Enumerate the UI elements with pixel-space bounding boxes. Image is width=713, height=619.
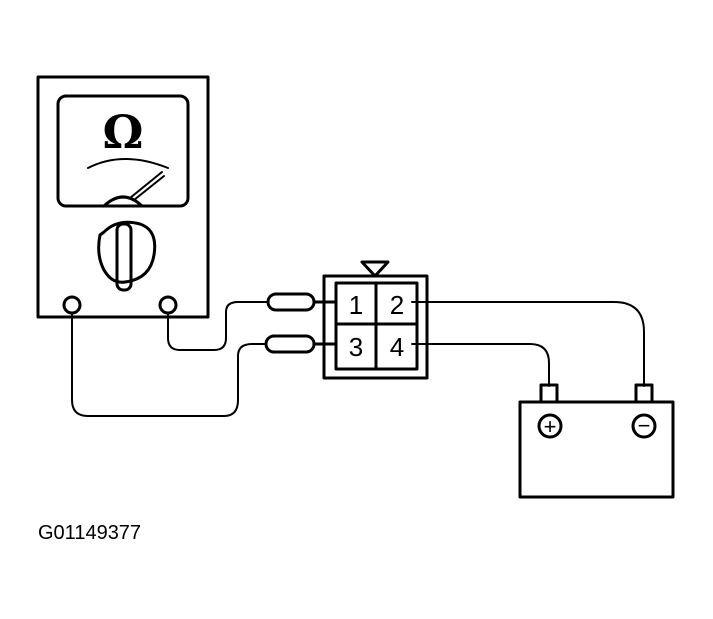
- probe-lower: [264, 334, 316, 354]
- selector-knob-grip: [115, 222, 133, 292]
- battery-negative-post: [634, 383, 654, 404]
- negative-terminal-sign: −: [638, 413, 651, 438]
- connector-lock-tab: [360, 260, 390, 278]
- wire-terminal-4-to-positive: [411, 343, 550, 387]
- terminal-2: 2: [390, 290, 404, 320]
- battery-body: [518, 400, 675, 499]
- lead-wire-left-jack: [71, 312, 267, 417]
- ohm-unit-symbol: Ω: [103, 105, 144, 159]
- terminal-4: 4: [390, 332, 404, 362]
- meter-jack-left[interactable]: [62, 295, 82, 315]
- selector-knob-body: [97, 220, 157, 284]
- battery: + −: [518, 383, 675, 499]
- ohmmeter-body: [36, 75, 210, 319]
- lead-wire-right-jack: [167, 301, 269, 351]
- figure-code: G01149377: [38, 522, 142, 544]
- positive-terminal-sign: +: [544, 414, 557, 439]
- probe-upper: [266, 292, 316, 312]
- positive-terminal-symbol: [537, 413, 563, 439]
- meter-scale-arc: [87, 158, 169, 169]
- terminal-3: 3: [349, 332, 363, 362]
- wire-terminal-2-to-negative: [411, 301, 645, 387]
- battery-wires: [411, 301, 645, 387]
- connector-housing: [322, 274, 429, 380]
- ohmmeter: Ω: [36, 75, 210, 319]
- terminal-1: 1: [349, 290, 363, 320]
- meter-needle: [129, 171, 165, 201]
- ohmmeter-display: [56, 94, 190, 208]
- selector-knob[interactable]: [97, 220, 157, 292]
- test-leads: [71, 292, 338, 417]
- negative-terminal-symbol: [631, 413, 657, 439]
- relay-connector: 1 2 3 4: [322, 260, 429, 380]
- meter-jack-right[interactable]: [158, 295, 178, 315]
- battery-positive-post: [539, 383, 559, 404]
- meter-pivot: [102, 195, 144, 208]
